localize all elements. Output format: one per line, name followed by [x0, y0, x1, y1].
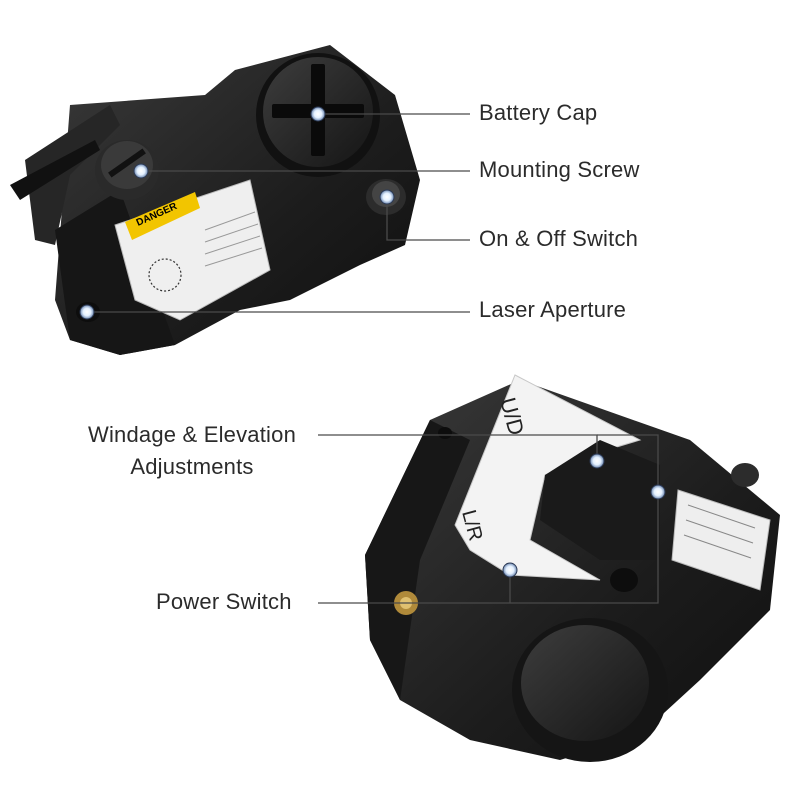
battery-cap-label: Battery Cap	[479, 100, 598, 125]
battery-cap-marker	[310, 106, 326, 122]
laser-sight-top-view: DANGER	[10, 45, 420, 355]
windage-elevation-line2: Adjustments	[130, 454, 254, 479]
mounting-screw-marker	[133, 163, 149, 179]
elevation-adjust-marker	[589, 453, 605, 469]
windage-elevation-leader-2	[597, 434, 659, 492]
windage-adjust-marker	[650, 484, 666, 500]
info-sticker	[671, 489, 771, 591]
on-off-switch-marker	[379, 189, 395, 205]
rear-cap	[512, 618, 668, 762]
windage-elevation-line1: Windage & Elevation	[87, 422, 297, 447]
mount-hole	[438, 427, 452, 439]
rail-slot	[10, 140, 100, 200]
adjustment-label: U/D L/R	[454, 374, 642, 581]
adjustment-recess	[540, 440, 660, 560]
power-switch-label: Power Switch	[156, 589, 292, 614]
leader-lines	[87, 113, 659, 604]
screw-hole	[610, 568, 638, 592]
laser-aperture-label: Laser Aperture	[479, 297, 627, 322]
laser-aperture-marker	[79, 304, 95, 320]
side-knob	[731, 463, 759, 487]
power-switch-marker	[502, 562, 518, 578]
mounting-screw	[95, 140, 159, 200]
device-side-face	[365, 420, 470, 700]
marker-dots	[79, 106, 666, 578]
mounting-screw-label: Mounting Screw	[479, 157, 640, 182]
windage-elevation-label: Windage & Elevation Adjustments	[78, 422, 306, 480]
on-off-switch-leader	[386, 197, 470, 241]
power-switch-leader	[318, 492, 659, 604]
on-off-switch-label: On & Off Switch	[479, 226, 639, 251]
laser-sight-bottom-view: U/D L/R	[365, 374, 780, 762]
rail-mount	[25, 105, 120, 245]
